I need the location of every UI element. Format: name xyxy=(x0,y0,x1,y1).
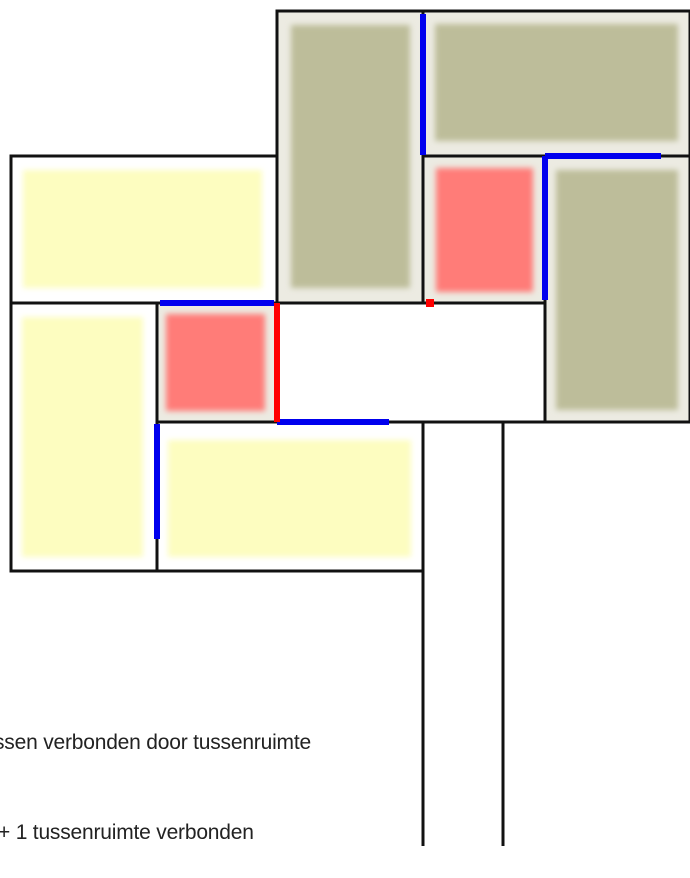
red-block-center-right xyxy=(436,168,533,292)
olive-block-top-middle xyxy=(291,25,410,288)
yellow-block-bottom xyxy=(168,440,411,557)
caption-line-2: + 1 tussenruimte verbonden xyxy=(0,821,254,844)
olive-block-right xyxy=(556,170,678,410)
outline-vertical-corridor xyxy=(421,420,505,846)
olive-block-top-right xyxy=(435,24,678,141)
caption: ssen verbonden door tussenruimte + 1 tus… xyxy=(0,668,311,878)
caption-line-1: ssen verbonden door tussenruimte xyxy=(0,731,311,754)
outline-corridor xyxy=(275,301,547,424)
floorplan-diagram xyxy=(9,9,690,846)
yellow-block-left xyxy=(22,317,143,557)
connections xyxy=(154,14,661,539)
red-connection-point xyxy=(426,299,434,307)
red-block-left-center xyxy=(166,314,265,411)
yellow-block-top-left xyxy=(23,170,262,288)
blocks xyxy=(22,24,678,557)
